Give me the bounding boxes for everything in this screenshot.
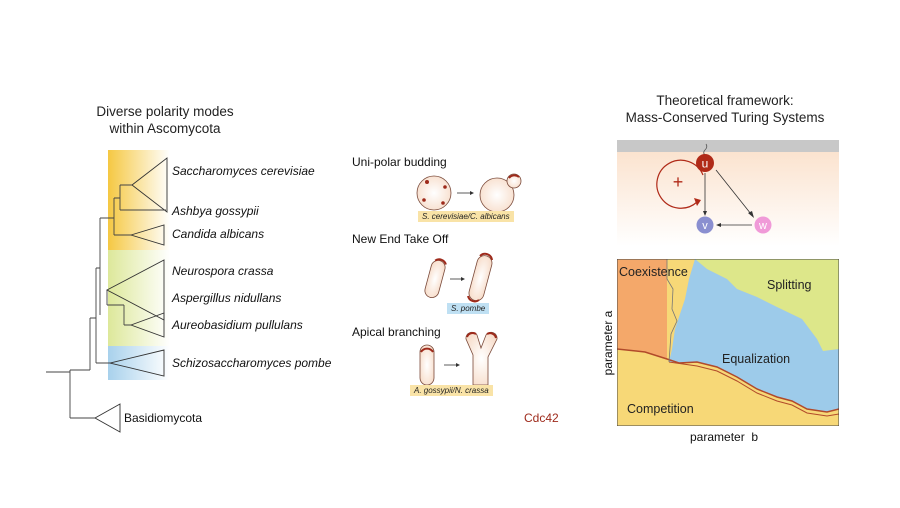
region-splitting <box>695 259 839 351</box>
region-equalization <box>669 259 839 412</box>
band-green <box>108 250 170 346</box>
mode-tag-3: A. gossypii/N. crassa <box>410 385 493 396</box>
phase-ylabel: parameter a <box>601 310 615 376</box>
tree-title-line1: Diverse polarity modes <box>96 104 234 119</box>
mode-label-1: Uni-polar budding <box>352 155 447 169</box>
cdc42-legend-label: Cdc42 <box>524 411 559 425</box>
node-v <box>696 216 714 234</box>
tree-title-line2: within Ascomycota <box>109 121 221 136</box>
phase-diagram: Coexistence Splitting Equalization Compe… <box>617 259 839 426</box>
framework-title-line2: Mass-Conserved Turing Systems <box>625 110 825 125</box>
species-label-1: Saccharomyces cerevisiae <box>172 164 315 178</box>
band-blue <box>108 346 170 380</box>
region-label-competition: Competition <box>627 402 694 416</box>
clade-saccharomyces <box>131 157 168 213</box>
species-label-5: Aspergillus nidullans <box>172 291 282 305</box>
node-w-label: w <box>758 220 767 232</box>
framework-title-line1: Theoretical framework: <box>656 93 794 108</box>
mode-tag-1: S. cerevisiae/C. albicans <box>418 211 514 222</box>
tree-title: Diverse polarity modes within Ascomycota <box>70 103 260 137</box>
clade-pombe <box>109 349 165 377</box>
band-yellow <box>108 150 170 250</box>
phase-xlabel: parameter b <box>690 430 759 444</box>
node-u <box>696 154 714 172</box>
cell-illustrations <box>416 173 522 386</box>
clade-aureobasidium <box>129 312 165 338</box>
clade-candida <box>129 224 165 246</box>
species-label-6: Aureobasidium pullulans <box>172 318 303 332</box>
clade-basidiomycota <box>94 403 121 433</box>
region-coexistence <box>617 259 667 359</box>
neto-cells <box>424 252 493 303</box>
species-label-2: Ashbya gossypii <box>172 204 259 218</box>
mode-label-2: New End Take Off <box>352 232 449 246</box>
region-label-coexistence: Coexistence <box>619 265 688 279</box>
reaction-network: u v w + <box>617 140 839 246</box>
clade-neurospora-aspergillus <box>106 259 165 321</box>
framework-title: Theoretical framework: Mass-Conserved Tu… <box>610 92 840 126</box>
budding-cells <box>416 173 522 213</box>
species-label-7: Schizosaccharomyces pombe <box>172 356 332 370</box>
mode-label-3: Apical branching <box>352 325 441 339</box>
node-v-label: v <box>702 220 708 232</box>
branching-cells <box>419 331 498 386</box>
membrane-bar <box>617 140 839 152</box>
node-w <box>754 216 772 234</box>
species-label-3: Candida albicans <box>172 227 265 241</box>
tree-branches <box>46 184 166 419</box>
positive-feedback-sign: + <box>673 172 684 192</box>
species-label-4: Neurospora crassa <box>172 264 274 278</box>
region-label-equalization: Equalization <box>722 352 790 366</box>
mode-tag-2: S. pombe <box>447 303 490 314</box>
outgroup-label: Basidiomycota <box>124 411 203 425</box>
region-label-splitting: Splitting <box>767 278 812 292</box>
node-u-label: u <box>702 157 709 171</box>
